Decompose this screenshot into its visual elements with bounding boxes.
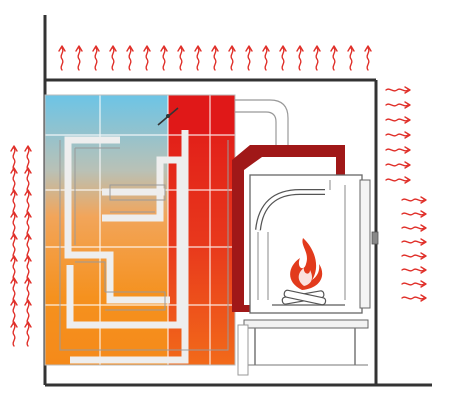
stove-door xyxy=(359,179,371,309)
firewood-icon xyxy=(281,289,327,306)
heat-arrow-icon xyxy=(109,45,117,71)
heat-arrow-icon xyxy=(143,45,151,71)
heat-arrow-icon xyxy=(401,238,427,246)
heat-arrow-icon xyxy=(401,196,427,204)
heat-arrows-right xyxy=(385,86,427,302)
heat-arrow-icon xyxy=(24,145,32,171)
heat-arrow-icon xyxy=(228,45,236,71)
heat-arrow-icon xyxy=(262,45,270,71)
heat-arrows-top xyxy=(58,45,372,71)
heat-arrow-icon xyxy=(24,167,32,193)
heat-arrow-icon xyxy=(92,45,100,71)
stove-base xyxy=(243,319,369,329)
heat-arrow-icon xyxy=(313,45,321,71)
heat-arrow-icon xyxy=(24,299,32,325)
heat-arrow-icon xyxy=(401,252,427,260)
heat-arrow-icon xyxy=(58,45,66,71)
damper-lever-icon xyxy=(157,107,179,126)
heat-arrow-icon xyxy=(24,233,32,259)
heat-arrow-icon xyxy=(385,131,411,139)
heat-storage-mass xyxy=(44,94,236,366)
heat-arrow-icon xyxy=(24,255,32,281)
heat-arrow-icon xyxy=(401,224,427,232)
heat-arrow-icon xyxy=(330,45,338,71)
heat-arrow-icon xyxy=(160,45,168,71)
hot-flue-top xyxy=(168,95,235,135)
heat-arrow-icon xyxy=(10,167,18,193)
heat-arrow-icon xyxy=(10,189,18,215)
heat-arrow-icon xyxy=(401,266,427,274)
heat-arrow-icon xyxy=(10,211,18,237)
heat-arrow-icon xyxy=(24,277,32,303)
heat-arrow-icon xyxy=(347,45,355,71)
flue-labyrinth xyxy=(64,130,189,364)
heat-arrow-icon xyxy=(364,45,372,71)
heat-arrow-icon xyxy=(385,116,411,124)
heat-arrow-icon xyxy=(245,45,253,71)
heat-arrow-icon xyxy=(10,145,18,171)
heat-arrow-icon xyxy=(24,211,32,237)
heat-arrow-icon xyxy=(385,161,411,169)
heat-arrow-icon xyxy=(194,45,202,71)
heat-arrow-icon xyxy=(385,86,411,94)
masonry-grid xyxy=(45,95,235,365)
heat-arrow-icon xyxy=(401,294,427,302)
heat-arrow-icon xyxy=(385,101,411,109)
heat-arrow-icon xyxy=(10,299,18,325)
heat-arrow-icon xyxy=(211,45,219,71)
heat-arrow-icon xyxy=(10,233,18,259)
heat-arrow-icon xyxy=(75,45,83,71)
heat-arrow-icon xyxy=(296,45,304,71)
flame-icon xyxy=(290,238,323,290)
door-handle xyxy=(371,231,379,245)
heat-arrow-icon xyxy=(24,189,32,215)
heat-arrow-icon xyxy=(401,280,427,288)
heat-arrow-icon xyxy=(10,255,18,281)
heat-arrow-icon xyxy=(10,321,18,347)
heat-arrows-left xyxy=(10,145,32,347)
heat-arrow-icon xyxy=(385,176,411,184)
flue-labyrinth-outline xyxy=(59,140,229,351)
heat-arrow-icon xyxy=(24,321,32,347)
heat-arrow-icon xyxy=(126,45,134,71)
heat-arrow-icon xyxy=(279,45,287,71)
heat-arrow-icon xyxy=(385,146,411,154)
heat-arrow-icon xyxy=(401,210,427,218)
heat-arrow-icon xyxy=(177,45,185,71)
stove xyxy=(232,145,379,376)
connector-pipe xyxy=(235,99,289,145)
heat-arrow-icon xyxy=(10,277,18,303)
